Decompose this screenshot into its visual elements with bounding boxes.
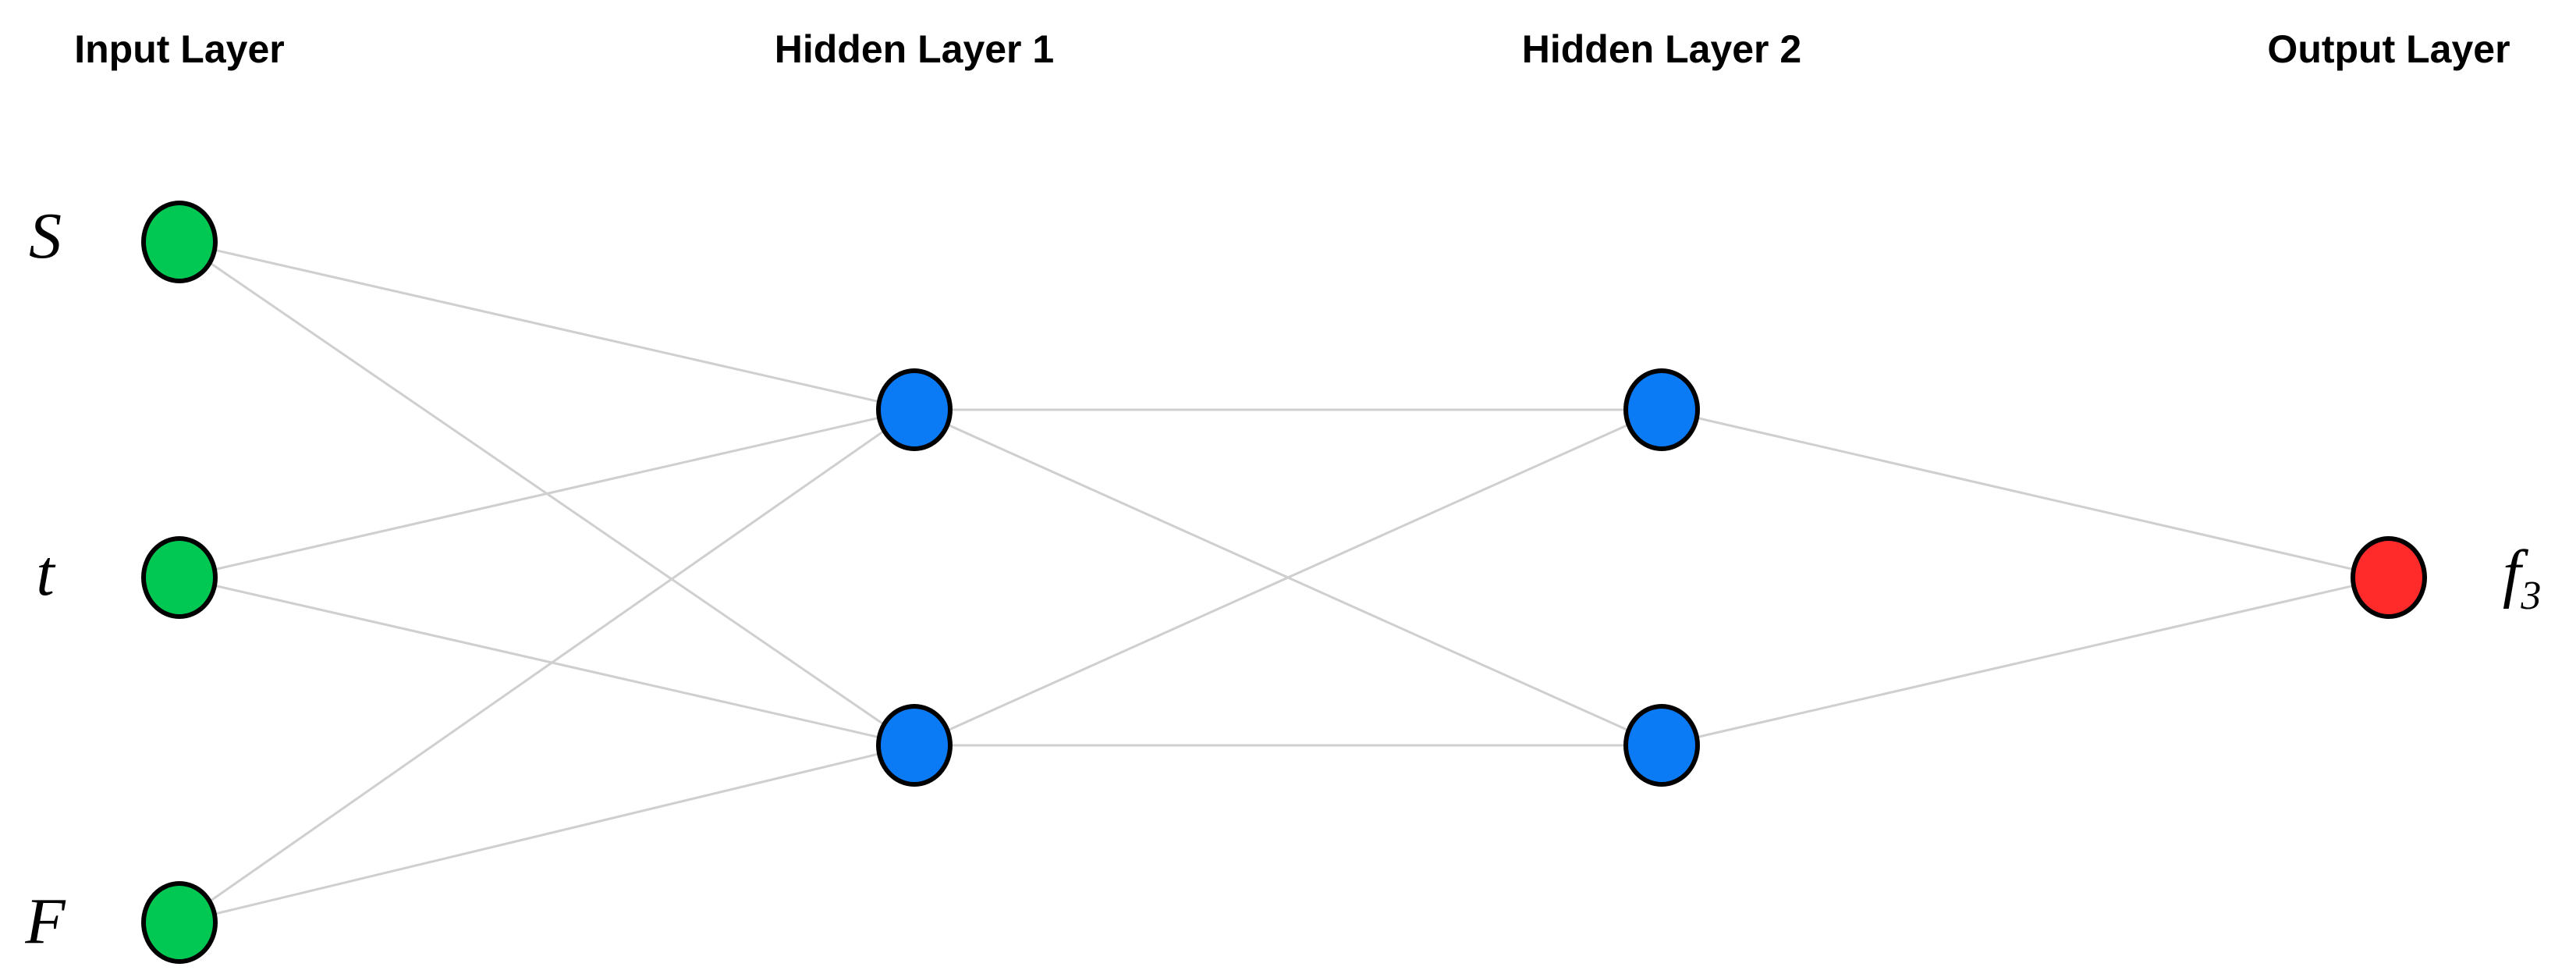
hidden-layer-2-title: Hidden Layer 2 [1522,27,1801,71]
layer-titles: Input Layer Hidden Layer 1 Hidden Layer … [74,27,2510,71]
edge-l3n1-l4n1 [1661,408,2390,579]
hidden2-node-2 [1623,704,1700,787]
edge-l1n2-l2n1 [179,408,915,579]
hidden2-node-1 [1623,368,1700,451]
hidden-layer-1-title: Hidden Layer 1 [775,27,1054,71]
edge-l1n1-l2n1 [179,240,915,411]
input-label-f: F [24,885,66,958]
connections [179,240,2390,924]
input-label-t: t [36,537,56,610]
input-layer-title: Input Layer [74,27,284,71]
input-label-s: S [29,200,62,272]
input-node-3 [141,881,218,964]
output-node-1 [2351,536,2427,619]
neurons [141,201,2427,964]
edge-l1n3-l2n2 [179,744,915,924]
edge-l1n3-l2n1 [179,408,915,924]
edge-l2n2-l3n1 [914,408,1662,747]
output-layer-title: Output Layer [2267,27,2510,71]
edge-l3n2-l4n1 [1661,576,2390,747]
hidden1-node-2 [876,704,953,787]
output-label-f3: f3 [2503,537,2541,618]
variable-labels: S t F f3 [24,200,2541,958]
output-label-subscript: 3 [2520,574,2541,618]
input-node-2 [141,536,218,619]
input-node-1 [141,201,218,283]
edge-l1n2-l2n2 [179,576,915,747]
hidden1-node-1 [876,368,953,451]
